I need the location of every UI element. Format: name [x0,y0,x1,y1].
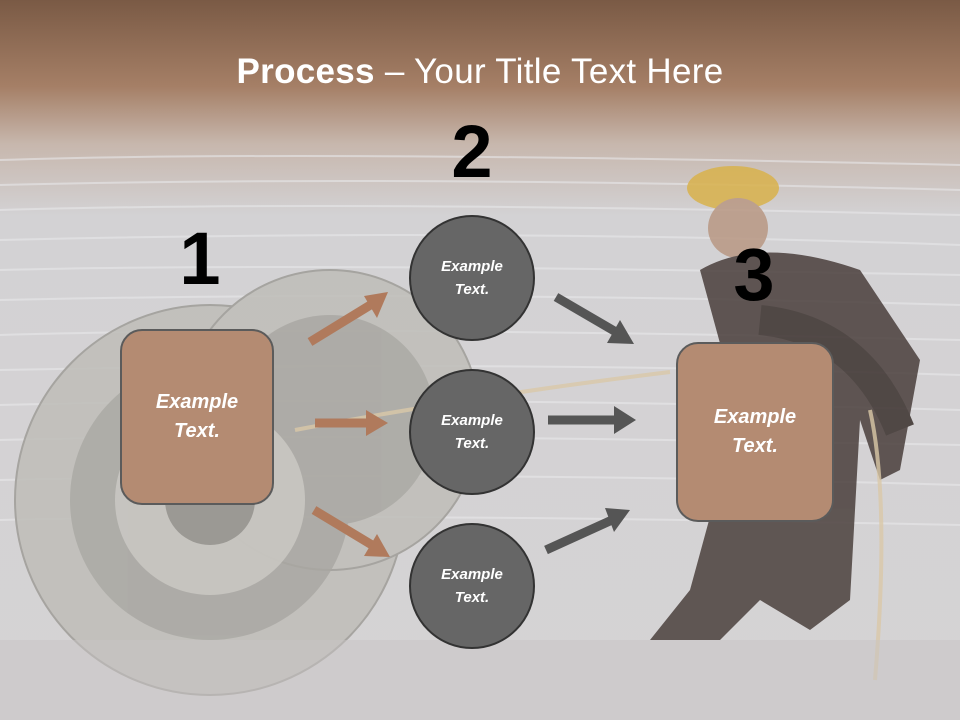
arrow-2-to-3-middle [548,406,636,434]
step-2-circle-bottom: Example Text. [409,523,535,649]
step-2-text-bottom: Example Text. [441,566,503,606]
step-2-circle-top: Example Text. [409,215,535,341]
title-rest: – Your Title Text Here [374,52,724,91]
arrow-1-to-2-bottom [311,506,390,557]
step-1-box: Example Text. [120,329,274,505]
step-2-text-middle: Example Text. [441,412,503,452]
title-bold: Process [236,52,375,91]
arrow-1-to-2-top [307,292,388,346]
arrow-2-to-3-top [553,293,634,344]
step-1-text: Example Text. [155,391,239,442]
arrow-1-to-2-middle [315,410,388,436]
step-3-box: Example Text. [676,342,834,522]
arrow-2-to-3-bottom [544,508,630,555]
step-2-text-top: Example Text. [441,258,503,298]
step-2-number: 2 [451,110,493,193]
step-3-number: 3 [733,233,775,316]
slide-title: Process – Your Title Text Here [0,52,960,92]
step-3-text: Example Text. [713,406,797,457]
step-1-number: 1 [179,217,221,300]
step-2-circle-middle: Example Text. [409,369,535,495]
